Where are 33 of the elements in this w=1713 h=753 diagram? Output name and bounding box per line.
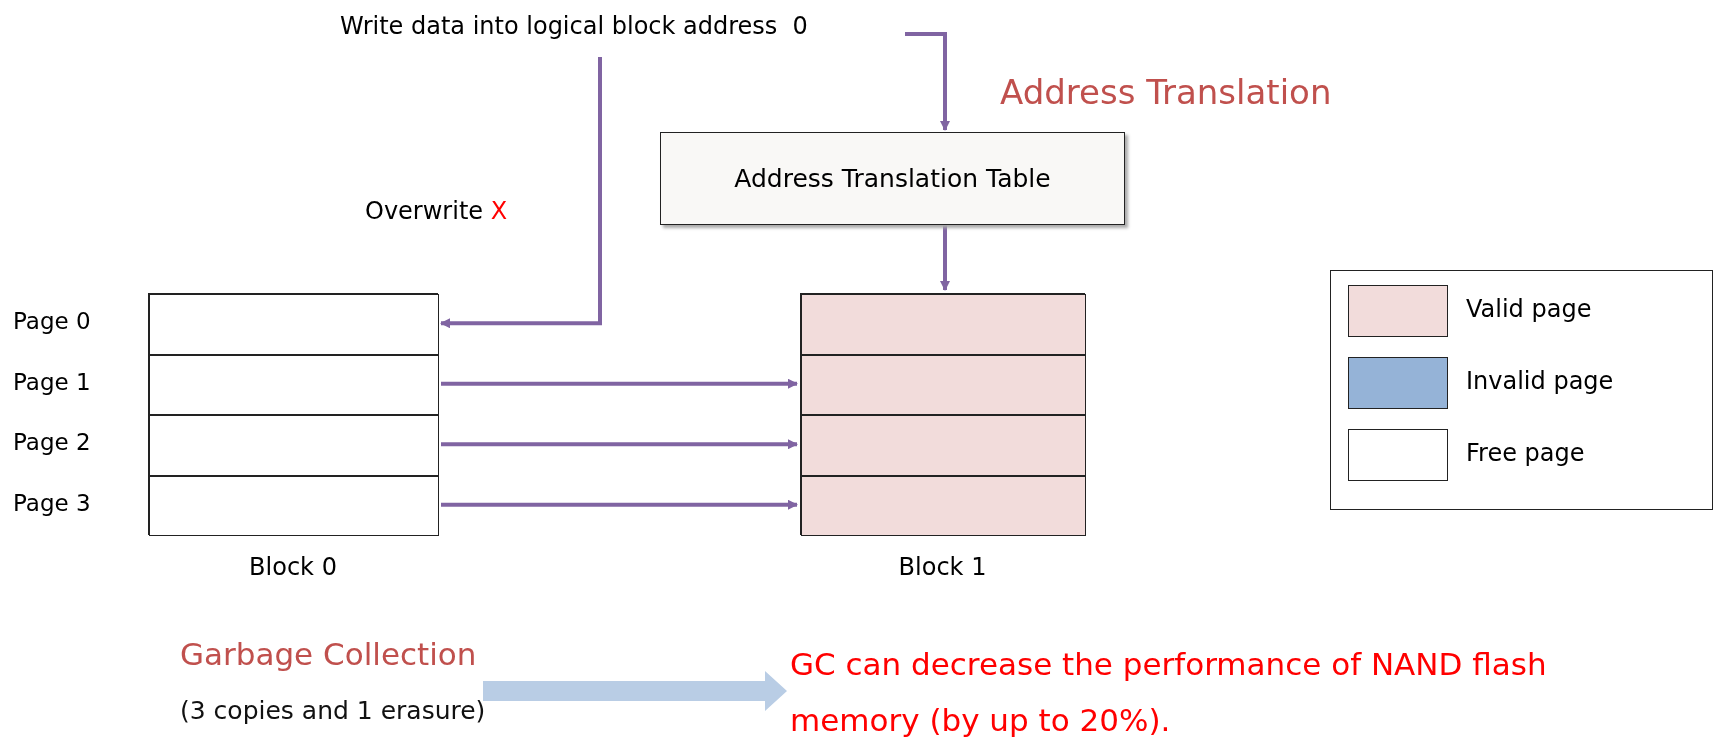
page-cell bbox=[801, 475, 1086, 536]
legend-label: Free page bbox=[1466, 439, 1585, 467]
warning-text: GC can decrease the performance of NAND flash memory (by up to 20%). bbox=[790, 636, 1620, 746]
page-label: Page 3 bbox=[13, 489, 91, 516]
page-cell bbox=[801, 294, 1086, 355]
instruction-text: Write data into logical block address 0 bbox=[340, 12, 808, 52]
page-cell bbox=[801, 415, 1086, 476]
memory-block bbox=[800, 293, 1085, 535]
page-cell bbox=[149, 294, 439, 355]
block-label: Block 0 bbox=[248, 553, 338, 581]
page-label: Page 1 bbox=[13, 368, 91, 395]
arrow bbox=[905, 32, 950, 131]
section-heading: Address Translation bbox=[1000, 72, 1332, 112]
page-cell bbox=[149, 475, 439, 536]
legend-label: Valid page bbox=[1466, 295, 1592, 323]
arrow bbox=[940, 225, 950, 291]
arrow bbox=[441, 439, 798, 450]
table-box: Address Translation Table bbox=[660, 132, 1125, 225]
page-label: Page 0 bbox=[13, 308, 91, 335]
arrow bbox=[440, 57, 602, 329]
page-cell bbox=[149, 354, 439, 415]
legend-label: Invalid page bbox=[1466, 367, 1614, 395]
page-label: Page 2 bbox=[13, 429, 91, 456]
page-cell bbox=[801, 354, 1086, 415]
page-cell bbox=[149, 415, 439, 476]
arrow bbox=[483, 671, 787, 711]
block-label: Block 1 bbox=[897, 553, 988, 581]
section-heading: Garbage Collection bbox=[180, 636, 477, 672]
note-text: (3 copies and 1 erasure) bbox=[180, 696, 486, 725]
arrow bbox=[441, 378, 798, 389]
memory-block bbox=[148, 293, 438, 535]
edge-label: Overwrite X bbox=[365, 197, 508, 225]
arrow bbox=[441, 499, 798, 510]
